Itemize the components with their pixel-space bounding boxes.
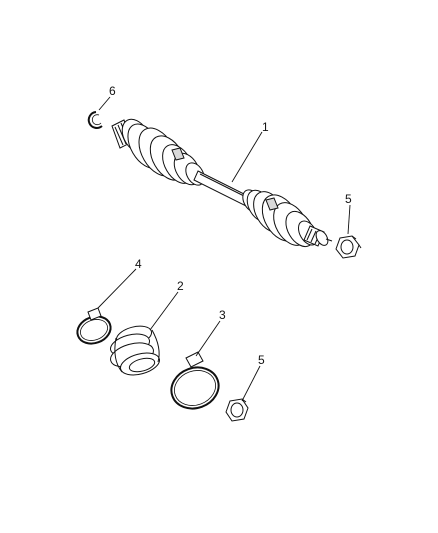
leader-line-5-lower (241, 365, 261, 402)
callout-6: 6 (109, 84, 116, 98)
cv-boot-part-2 (110, 325, 160, 376)
callout-5-upper: 5 (345, 192, 352, 206)
boot-clamp-part-4 (76, 307, 112, 345)
hub-nut-part-5-lower (225, 398, 249, 422)
leader-line-6 (98, 96, 111, 111)
leader-line-3 (195, 320, 221, 357)
callout-3: 3 (219, 308, 226, 322)
drive-shaft-assembly-part-1 (111, 118, 333, 248)
leader-line-1 (231, 131, 263, 183)
boot-clamp-part-3 (170, 351, 220, 410)
callout-5-lower: 5 (258, 353, 265, 367)
hub-nut-part-5-upper (335, 235, 362, 259)
leader-line-5-upper (347, 204, 351, 235)
leader-line-2 (149, 291, 179, 331)
snap-ring-part-6 (87, 111, 103, 129)
callout-1: 1 (262, 120, 269, 134)
callout-2: 2 (177, 279, 184, 293)
leader-line-4 (97, 268, 137, 309)
callout-4: 4 (135, 257, 142, 271)
